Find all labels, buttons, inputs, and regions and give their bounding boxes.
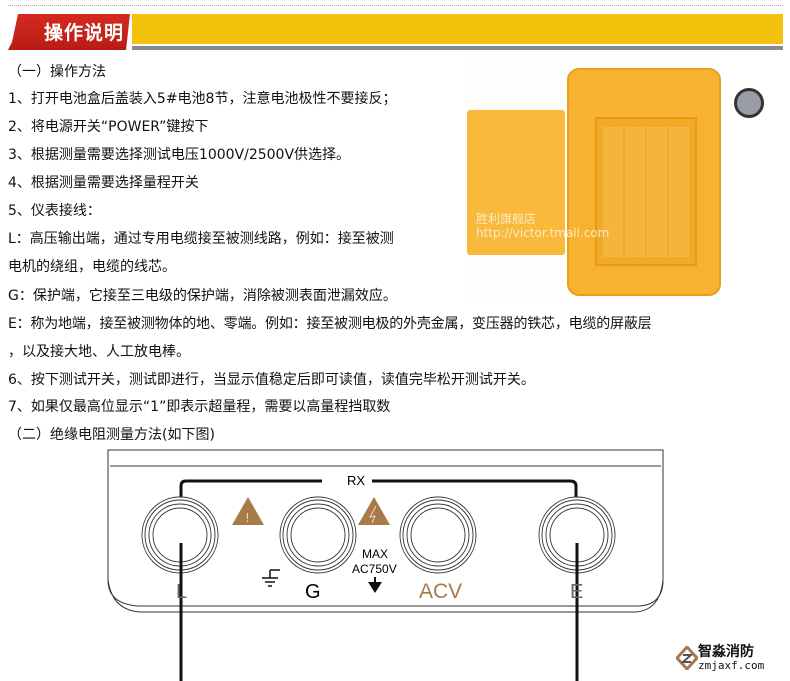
battery-lid [467,110,565,255]
ground-icon [262,569,280,587]
text-line: L：高压输出端，通过专用电缆接至被测线路，例如：接至被测 [8,231,394,247]
text-line: 电机的绕组，电缆的线芯。 [8,259,176,275]
earth-icon [368,577,382,593]
terminal-l-label: L [176,581,187,603]
text-line: 5、仪表接线： [8,203,101,219]
terminal-G[interactable] [279,496,357,574]
terminal-g-label: G [305,581,321,603]
text-line: 7、如果仅最高位显示“1”即表示超量程，需要以高量程挡取数 [8,399,391,415]
section-title: 操作说明 [44,22,125,44]
text-line: G：保护端，它接至三电级的保护端，消除被测表面泄漏效应。 [8,288,397,304]
battery-compartment [595,117,697,266]
text-line: 3、根据测量需要选择测试电压1000V/2500V供选择。 [8,147,351,163]
warning-icon: ! [232,497,264,525]
text-line: 1、打开电池盒后盖装入5#电池8节，注意电池极性不要接反； [8,91,397,107]
logo-icon [676,646,698,670]
text-line: （二）绝缘电阻测量方法(如下图) [8,427,215,443]
text-line: 4、根据测量需要选择量程开关 [8,175,199,191]
text-line: ，以及接大地、人工放电棒。 [8,344,190,360]
text-line: 6、按下测试开关，测试即进行，当显示值稳定后即可读值，读值完毕松开测试开关。 [8,372,535,388]
text-line: 2、将电源开关“POWER”键按下 [8,119,209,135]
rx-label: RX [347,473,365,488]
section-banner: 操作说明 [8,14,783,50]
text-line: （一）操作方法 [8,64,106,80]
svg-text:!: ! [245,511,250,525]
dotted-divider [8,5,783,6]
terminal-e-label: E [570,581,583,603]
high-voltage-icon [358,497,390,525]
ac750v-label: AC750V [352,562,397,576]
acv-label: ACV [419,580,462,603]
max-label: MAX [362,547,388,561]
text-line: E：称为地端，接至被测物体的地、零端。例如：接至被测电极的外壳金属，变压器的铁芯… [8,316,652,332]
dial [734,88,764,118]
terminal-ACV[interactable] [399,496,477,574]
